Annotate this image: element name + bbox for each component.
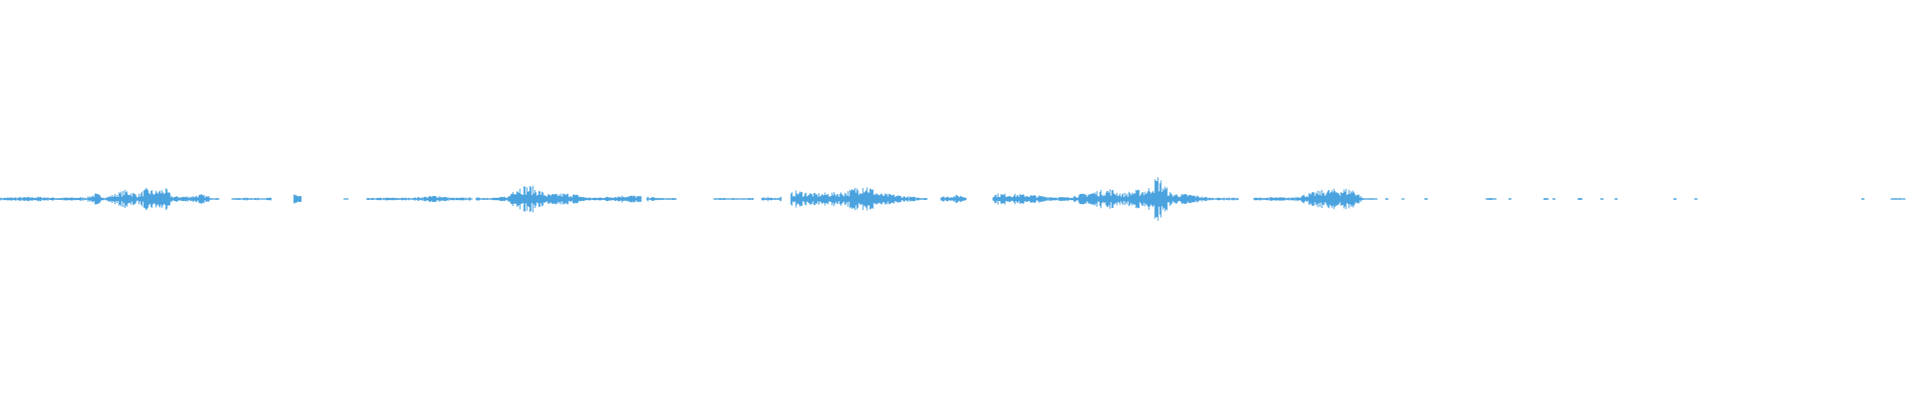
waveform-samples xyxy=(0,177,1906,221)
